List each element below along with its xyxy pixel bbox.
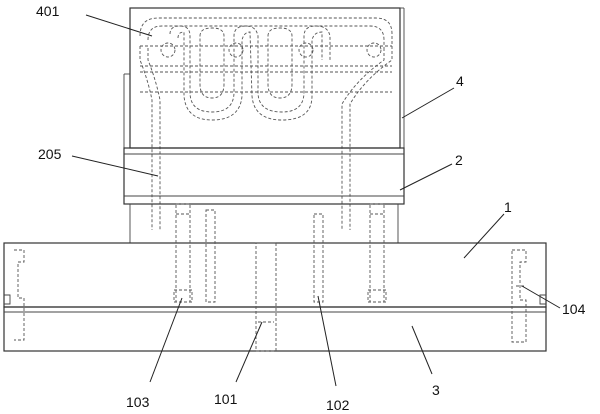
label-401: 401 bbox=[36, 3, 60, 19]
label-4: 4 bbox=[456, 73, 464, 89]
label-102: 102 bbox=[326, 397, 350, 413]
part-3-lower-plate bbox=[3, 306, 547, 352]
label-2: 2 bbox=[455, 152, 463, 168]
left-side-step bbox=[4, 249, 25, 341]
leader-104 bbox=[521, 285, 561, 309]
part-2-middle-block bbox=[123, 147, 405, 244]
part-1-upper-plate bbox=[3, 242, 547, 308]
leader-lines bbox=[71, 14, 561, 387]
leader-103 bbox=[149, 297, 183, 383]
label-205: 205 bbox=[38, 146, 62, 162]
leader-205 bbox=[71, 155, 159, 177]
leader-102 bbox=[317, 295, 337, 387]
right-bolt bbox=[367, 203, 387, 303]
leader-3 bbox=[411, 325, 433, 375]
leader-1 bbox=[463, 213, 505, 259]
label-101: 101 bbox=[214, 391, 238, 407]
leader-2 bbox=[399, 163, 453, 191]
left-guide-pin bbox=[205, 209, 216, 303]
label-103: 103 bbox=[126, 394, 150, 410]
label-1: 1 bbox=[504, 199, 512, 215]
serpentine-cooling-channel bbox=[139, 17, 393, 230]
part-103-bolt bbox=[173, 203, 193, 303]
part-102-guide-pin bbox=[313, 213, 324, 303]
part-104-side-step bbox=[511, 249, 546, 343]
leader-401 bbox=[85, 14, 153, 37]
label-104: 104 bbox=[562, 301, 586, 317]
leader-101 bbox=[235, 321, 263, 383]
leader-4 bbox=[401, 87, 455, 119]
part-101-center-post bbox=[255, 242, 277, 352]
label-3: 3 bbox=[432, 382, 440, 398]
